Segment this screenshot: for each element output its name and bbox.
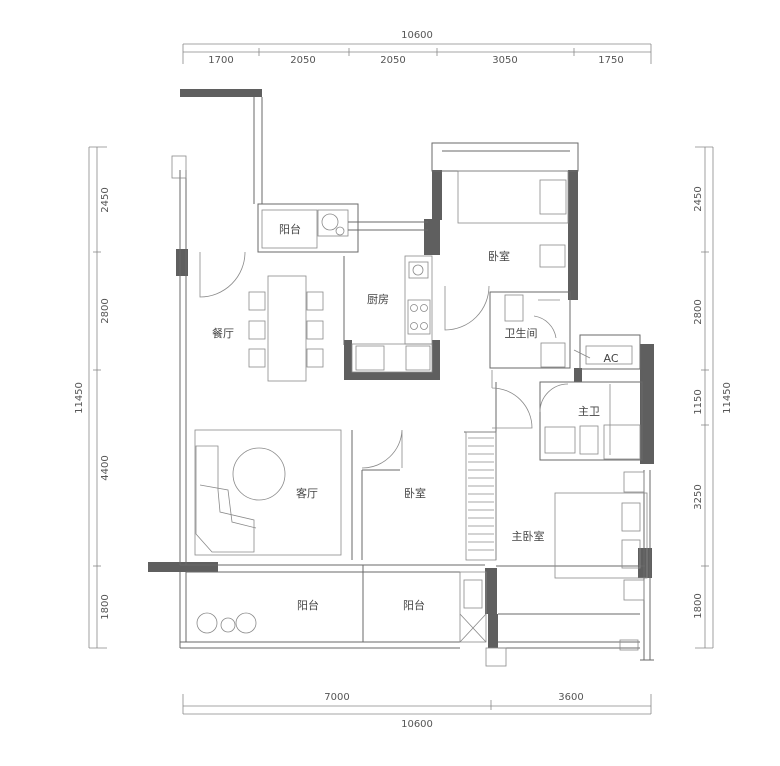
wardrobe-slats — [468, 437, 494, 551]
doors — [199, 251, 591, 469]
dim-top-seg-4: 3050 — [492, 55, 517, 66]
balcony-chairs — [196, 612, 257, 634]
bedroom-furniture — [554, 471, 648, 601]
dim-bottom-seg-1: 7000 — [324, 692, 349, 703]
dim-top-seg-5: 1750 — [598, 55, 623, 66]
dim-left-seg-2: 2800 — [100, 298, 111, 323]
label-ac: AC — [603, 352, 618, 365]
dim-bottom-seg-2: 3600 — [558, 692, 583, 703]
dim-right-seg-2: 2800 — [693, 299, 704, 324]
dim-top-seg-1: 1700 — [208, 55, 233, 66]
dimension-top: 10600 1700 2050 2050 3050 1750 — [182, 30, 652, 66]
label-bedroom-top: 卧室 — [488, 249, 510, 263]
living-furniture — [194, 429, 342, 556]
dim-left-seg-4: 1800 — [100, 594, 111, 619]
dim-top-total: 10600 — [401, 30, 433, 41]
label-master-bath: 主卫 — [578, 405, 600, 418]
label-bathroom: 卫生间 — [505, 326, 538, 340]
label-balcony-small: 阳台 — [279, 222, 301, 236]
dimension-right: 11450 2450 2800 1150 3250 1800 — [693, 146, 733, 649]
dim-right-seg-1: 2450 — [693, 186, 704, 211]
outline-lines — [171, 97, 654, 667]
label-dining: 餐厅 — [212, 326, 234, 340]
label-balcony-left: 阳台 — [297, 598, 319, 612]
dimension-left: 11450 2450 2800 4400 1800 — [74, 146, 111, 649]
dim-top-seg-3: 2050 — [380, 55, 405, 66]
dimension-bottom: 7000 3600 10600 — [182, 692, 652, 730]
room-labels: 阳台 卧室 厨房 餐厅 卫生间 AC 主卫 客厅 卧室 主卧室 阳台 阳台 — [212, 222, 619, 612]
dim-left-total: 11450 — [74, 382, 85, 414]
kitchen-counter — [351, 255, 433, 373]
dim-bottom-total: 10600 — [401, 719, 433, 730]
dim-top-seg-2: 2050 — [290, 55, 315, 66]
dining-table-set — [248, 275, 324, 382]
dim-right-seg-4: 3250 — [693, 484, 704, 509]
label-balcony-right: 阳台 — [403, 598, 425, 612]
label-kitchen: 厨房 — [367, 293, 389, 306]
label-bedroom-mid: 卧室 — [404, 486, 426, 500]
dim-right-seg-5: 1800 — [693, 593, 704, 618]
label-living: 客厅 — [296, 486, 318, 500]
label-master-bedroom: 主卧室 — [512, 529, 545, 543]
dim-left-seg-3: 4400 — [100, 455, 111, 480]
dim-right-total: 11450 — [722, 382, 733, 414]
walls — [148, 89, 654, 648]
dim-left-seg-1: 2450 — [100, 187, 111, 212]
dim-right-seg-3: 1150 — [693, 389, 704, 414]
